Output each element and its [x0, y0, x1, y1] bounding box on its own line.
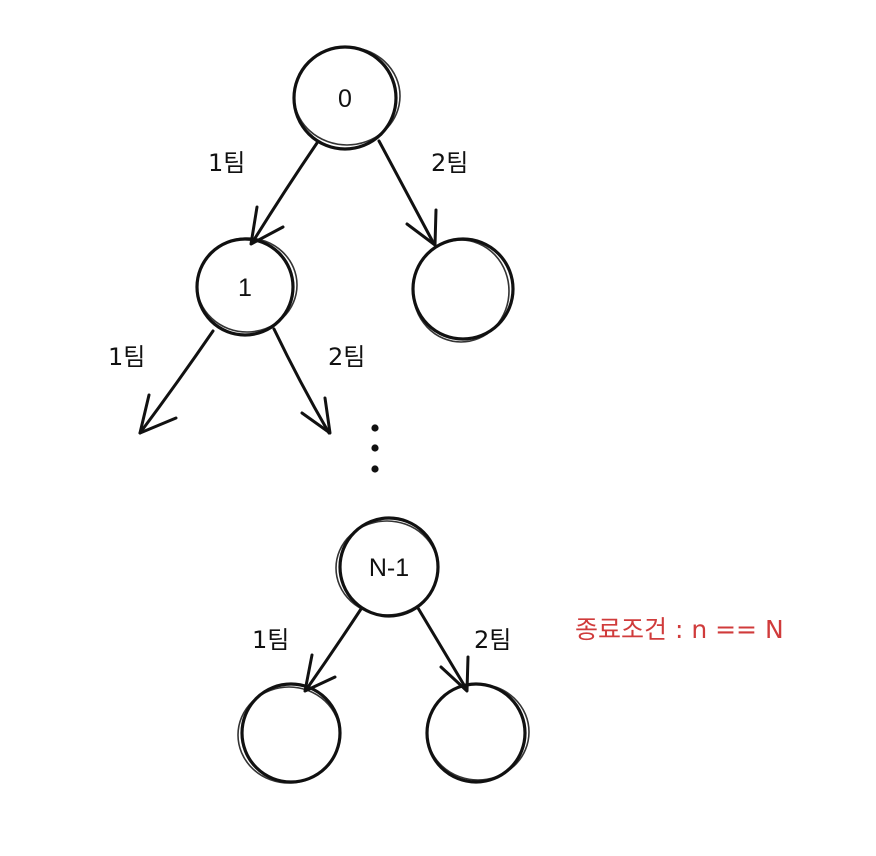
termination-condition-note: 종료조건 : n == N [575, 615, 784, 644]
arrow-head-icon [405, 208, 438, 247]
edge-label-last-left: 1팀 [252, 626, 289, 654]
arrow-head-icon [138, 393, 178, 435]
arrow-head-icon [300, 396, 332, 435]
edge-last-to-left: 1팀 [252, 607, 363, 693]
tree-node-level1-right [411, 237, 515, 343]
node-label-level1-left: 1 [238, 274, 252, 302]
arrow-head-icon [439, 655, 470, 693]
tree-node-last: N-1 [335, 516, 440, 618]
edge-last-to-right: 2팀 [416, 606, 511, 693]
edge-label-root-right: 2팀 [431, 149, 468, 177]
tree-node-root: 0 [292, 45, 401, 151]
node-label-last: N-1 [369, 554, 409, 582]
edge-root-to-left: 1팀 [208, 141, 319, 246]
arrow-head-icon [249, 205, 285, 246]
edge-level1-to-open-right: 2팀 [272, 327, 365, 435]
edge-label-level1-open-right: 2팀 [328, 343, 365, 371]
edge-label-root-left: 1팀 [208, 149, 245, 177]
edge-root-to-right: 2팀 [377, 139, 468, 247]
tree-node-last-right [425, 682, 530, 784]
tree-node-last-left [237, 682, 342, 784]
edge-level1-to-open-left: 1팀 [108, 329, 215, 435]
edge-label-last-right: 2팀 [474, 626, 511, 654]
node-label-root: 0 [338, 85, 352, 113]
tree-node-level1-left: 1 [195, 237, 298, 337]
arrow-head-icon [303, 653, 337, 693]
vertical-ellipsis-icon [371, 424, 379, 473]
edge-label-level1-open-left: 1팀 [108, 343, 145, 371]
